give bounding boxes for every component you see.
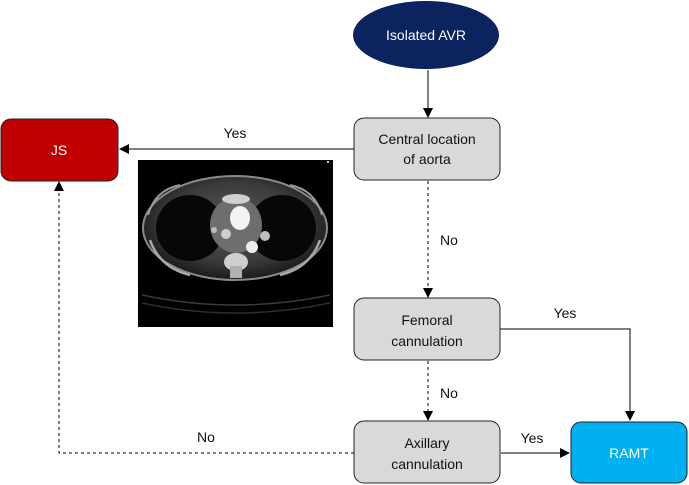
- ct-scan-image: [138, 160, 333, 327]
- js-node-shape: [0, 118, 119, 182]
- femoral-node: Femoral cannulation: [353, 297, 501, 361]
- femoral-node-label-line1: Femoral: [401, 312, 452, 328]
- axillary-node-shape: [353, 420, 501, 484]
- label-axillary-to-js: No: [197, 429, 215, 445]
- femoral-node-label-line2: cannulation: [391, 333, 463, 349]
- label-femoral-to-ramt: Yes: [554, 305, 577, 321]
- central-node-label-line1: Central location: [378, 131, 475, 147]
- central-node-label-line2: of aorta: [403, 151, 451, 167]
- label-central-to-js: Yes: [224, 125, 247, 141]
- start-node: Isolated AVR: [353, 1, 499, 69]
- axillary-node: Axillary cannulation: [353, 420, 501, 484]
- start-node-label: Isolated AVR: [386, 27, 466, 43]
- label-axillary-to-ramt: Yes: [521, 430, 544, 446]
- js-node-label: JS: [51, 142, 67, 158]
- label-femoral-to-axillary: No: [440, 385, 458, 401]
- central-node: Central location of aorta: [353, 117, 501, 181]
- femoral-node-shape: [353, 297, 501, 361]
- edge-femoral-to-ramt: [500, 328, 635, 421]
- ramt-node-label: RAMT: [609, 445, 649, 461]
- js-node: JS: [0, 118, 119, 182]
- label-central-to-femoral: No: [440, 232, 458, 248]
- edges: [54, 70, 635, 458]
- ramt-node: RAMT: [570, 421, 688, 484]
- central-node-shape: [353, 117, 501, 181]
- axillary-node-label-line1: Axillary: [404, 435, 449, 451]
- edge-axillary-to-js: [54, 181, 354, 454]
- ramt-node-shape: [570, 421, 688, 484]
- axillary-node-label-line2: cannulation: [391, 456, 463, 472]
- edge-labels: Yes No Yes No Yes No: [197, 125, 576, 446]
- start-node-shape: [353, 1, 499, 69]
